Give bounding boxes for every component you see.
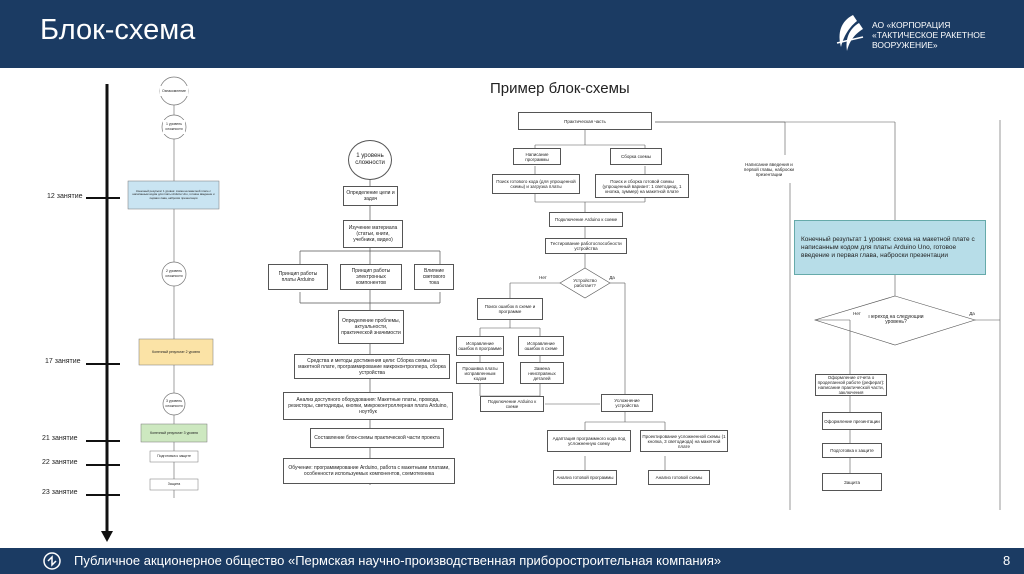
- mid-problem: Определение проблемы, актуальности, прак…: [338, 310, 404, 344]
- company-logo: [836, 15, 864, 51]
- timeline-label-23: 23 занятие: [42, 489, 78, 496]
- right-connect: Подключение Arduino к схеме: [549, 212, 623, 227]
- left-text-level3: 3 уровень сложности: [165, 399, 183, 408]
- company-line-2: «ТАКТИЧЕСКОЕ РАКЕТНОЕ: [872, 30, 986, 40]
- right-intro: Написание введения и первой главы, набро…: [737, 155, 801, 183]
- right-defense: Защита: [822, 473, 882, 491]
- left-text-level1: 1 уровень сложности: [163, 120, 185, 134]
- timeline-label-22: 22 занятие: [42, 459, 78, 466]
- right-design: Проектирование усложненной схемы (1 кноп…: [640, 430, 728, 452]
- company-emblem-icon: [43, 552, 61, 570]
- left-text-prep: Подготовка к защите: [157, 454, 191, 458]
- right-yes-2: Да: [969, 310, 975, 316]
- page-number: 8: [1003, 553, 1011, 568]
- timeline-label-21: 21 занятие: [42, 435, 78, 442]
- right-adapt-code: Адаптация программного кода под усложнен…: [547, 430, 631, 452]
- page-title: Блок-схема: [40, 14, 196, 46]
- right-next-q: Переход на следующий уровень?: [868, 315, 924, 325]
- footer-bar: [0, 548, 1024, 574]
- timeline-svg: [86, 76, 220, 542]
- mid-analysis: Анализ доступного оборудования: Макетные…: [283, 392, 453, 420]
- right-presentation: Оформление презентации: [822, 412, 882, 430]
- right-works-q: Устройство работает?: [573, 278, 597, 288]
- right-fix-scheme: Исправление ошибок в схеме: [518, 336, 564, 356]
- right-complicate: Усложнение устройства: [601, 394, 653, 412]
- right-prep: Подготовка к защите: [822, 443, 882, 458]
- left-text-result2: Конечный результат 2 уровня: [152, 349, 200, 354]
- right-writing: Написание программы: [513, 148, 561, 165]
- mid-branch-2: Принцип работы электронных компонентов: [340, 264, 402, 290]
- left-result-1: [127, 180, 220, 210]
- left-node-level3: [162, 392, 186, 416]
- right-result-box: Конечный результат 1 уровня: схема на ма…: [794, 220, 986, 275]
- timeline-label-12: 12 занятие: [47, 193, 83, 200]
- right-report: Оформление отчета о проделанной работе (…: [815, 374, 887, 396]
- footer-company-name: Публичное акционерное общество «Пермская…: [74, 553, 722, 568]
- mid-scheme: Составление блок-схемы практической част…: [310, 428, 444, 448]
- mid-branch-1: Принцип работы платы Arduino: [268, 264, 328, 290]
- left-result-2: [138, 338, 214, 366]
- right-testing: Тестирование работоспособности устройств…: [545, 238, 627, 254]
- left-text-start: Ознакомление: [160, 86, 188, 96]
- right-find-errors: Поиск ошибок в схеме и программе: [477, 298, 543, 320]
- right-reconnect: Подключение Arduino к схеме: [480, 396, 544, 412]
- right-search-code: Поиск готового кода (для упрощенной схем…: [492, 174, 580, 194]
- mid-goals: Определение цели и задач: [343, 186, 398, 206]
- right-flash: Прошивка платы исправленным кодом: [456, 362, 504, 384]
- left-text-level2: 2 уровень сложности: [165, 269, 183, 278]
- mid-means: Средства и методы достижения цели: Сборк…: [294, 354, 450, 379]
- mid-materials: Изучение материала (статьи, книги, учебн…: [343, 220, 403, 248]
- left-node-level2: [161, 261, 187, 287]
- left-text-defense: Защита: [167, 482, 181, 486]
- company-line-1: АО «КОРПОРАЦИЯ: [872, 20, 951, 30]
- mid-training: Обучение: программирование Arduino, рабо…: [283, 458, 455, 484]
- left-result-3: [140, 423, 208, 443]
- right-analysis-code: Анализ готовой программы: [553, 470, 617, 485]
- diagram-caption: Пример блок-схемы: [490, 80, 630, 97]
- right-diagram-lines: [479, 120, 1001, 510]
- right-search-scheme: Поиск и сборка готовой схемы (упрощенный…: [595, 174, 689, 198]
- right-analysis-scheme: Анализ готовой схемы: [648, 470, 710, 485]
- right-fix-code: Исправление ошибок в программе: [456, 336, 504, 356]
- right-replace: Замена неисправных деталей: [520, 362, 564, 384]
- mid-level1-node: 1 уровень сложности: [348, 140, 392, 180]
- company-line-3: ВООРУЖЕНИЕ»: [872, 40, 938, 50]
- right-yes-1: Да: [609, 274, 615, 280]
- right-no-2: Нет: [853, 310, 861, 316]
- left-defense: [149, 478, 199, 491]
- left-text-result1: Конечный результат 1 уровня: схема на ма…: [132, 189, 215, 200]
- right-practical: Практическая часть: [518, 112, 652, 130]
- company-name: АО «КОРПОРАЦИЯ «ТАКТИЧЕСКОЕ РАКЕТНОЕ ВОО…: [872, 20, 1012, 50]
- left-text-result3: Конечный результат 3 уровня: [150, 430, 198, 435]
- right-no-1: Нет: [539, 274, 547, 280]
- timeline-label-17: 17 занятие: [45, 358, 81, 365]
- right-assembly: Сборка схемы: [610, 148, 662, 165]
- left-prep: [149, 450, 199, 463]
- timeline-arrow: [101, 531, 113, 542]
- mid-branch-3: Влияние светового тока: [414, 264, 454, 290]
